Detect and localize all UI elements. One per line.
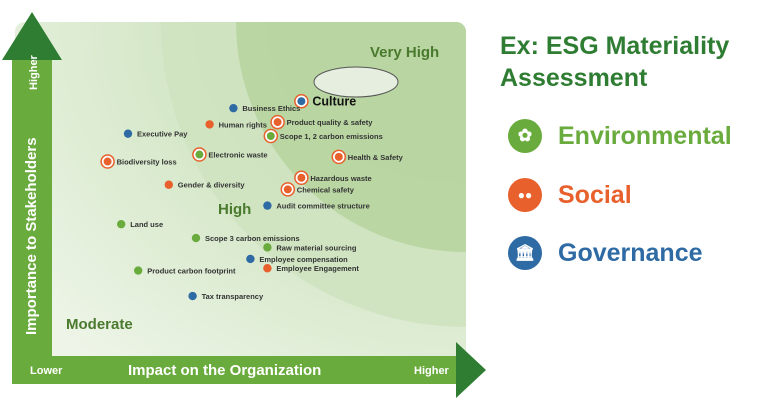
point-employee-compensation: Employee compensation <box>246 254 348 264</box>
point-chemical-safety: Chemical safety <box>280 182 355 197</box>
point-product-quality-safety: Product quality & safety <box>270 114 374 130</box>
point-label: Land use <box>130 220 163 229</box>
x-axis-low-label: Lower <box>30 365 63 377</box>
legend-label-social: Social <box>558 180 632 209</box>
point-label: Business Ethics <box>242 104 300 113</box>
point-marker <box>134 266 143 275</box>
point-biodiversity-loss: Biodiversity loss <box>100 154 177 169</box>
point-label: Employee compensation <box>259 255 348 264</box>
point-marker <box>123 129 133 138</box>
point-marker <box>164 180 173 189</box>
plot-panel <box>15 22 466 384</box>
point-label: Scope 3 carbon emissions <box>205 234 300 243</box>
y-axis-high-label: Higher <box>28 54 40 90</box>
legend-item-environmental: ✿ Environmental <box>508 116 732 156</box>
leaf-icon: ✿ <box>508 119 542 153</box>
x-axis-label: Impact on the Organization <box>128 362 321 379</box>
point-marker <box>263 201 272 210</box>
zone-label-very-high: Very High <box>370 44 439 61</box>
point-land-use: Land use <box>117 219 163 229</box>
point-marker <box>297 173 306 182</box>
very-high-zone <box>236 22 466 252</box>
point-hazardous-waste: Hazardous waste <box>294 170 372 186</box>
point-label: Tax transparency <box>202 292 264 301</box>
x-axis-arrow <box>456 342 486 398</box>
point-marker <box>263 264 272 273</box>
x-axis-high-label: Higher <box>414 365 450 377</box>
point-marker <box>273 118 282 127</box>
point-label: Chemical safety <box>297 185 355 194</box>
legend-label-environmental: Environmental <box>558 121 732 150</box>
point-label: Health & Safety <box>348 153 404 162</box>
point-label: Biodiversity loss <box>117 158 177 167</box>
point-label: Product quality & safety <box>287 118 374 127</box>
point-marker <box>283 185 292 194</box>
point-label: Human rights <box>219 120 267 129</box>
legend-title: Ex: ESG Materiality Assessment <box>500 30 729 94</box>
point-marker <box>229 103 238 113</box>
point-electronic-waste: Electronic waste <box>192 147 268 162</box>
point-marker <box>266 132 275 140</box>
point-label: Executive Pay <box>137 130 188 139</box>
point-product-carbon-footprint: Product carbon footprint <box>134 266 236 276</box>
point-gender-diversity: Gender & diversity <box>164 180 246 190</box>
point-marker <box>195 150 204 159</box>
legend-title-line-2: Assessment <box>500 64 648 92</box>
point-label: Raw material sourcing <box>276 243 356 252</box>
point-marker <box>246 254 255 264</box>
point-tax-transparency: Tax transparency <box>188 291 264 301</box>
zone-label-high: High <box>218 201 251 218</box>
point-scope-1-2-carbon-emissions: Scope 1, 2 carbon emissions <box>263 128 383 144</box>
point-label: Scope 1, 2 carbon emissions <box>280 132 383 141</box>
point-employee-engagement: Employee Engagement <box>263 264 359 273</box>
point-label: Employee Engagement <box>276 264 359 273</box>
point-raw-material-sourcing: Raw material sourcing <box>263 243 357 252</box>
legend-item-governance: 🏛 Governance <box>508 233 703 273</box>
point-label: Electronic waste <box>208 151 267 160</box>
point-culture: Culture <box>294 93 356 109</box>
zone-label-moderate: Moderate <box>66 316 133 333</box>
point-marker <box>334 152 343 161</box>
point-label: Hazardous waste <box>310 174 371 183</box>
point-label: Audit committee structure <box>276 202 369 211</box>
legend-item-social: ●● Social <box>508 175 632 215</box>
point-health-safety: Health & Safety <box>331 149 404 165</box>
point-audit-committee-structure: Audit committee structure <box>263 201 370 211</box>
point-marker <box>103 157 112 166</box>
point-human-rights: Human rights <box>205 120 267 129</box>
point-marker <box>188 291 197 301</box>
point-label: Culture <box>312 95 356 109</box>
x-axis: Impact on the Organization Lower Higher <box>12 342 486 398</box>
point-marker <box>297 97 306 106</box>
culture-highlight <box>313 66 399 98</box>
point-marker <box>117 219 126 229</box>
government-building-icon: 🏛 <box>508 236 542 270</box>
point-scope-3-carbon-emissions: Scope 3 carbon emissions <box>191 233 300 243</box>
point-marker <box>191 233 201 243</box>
point-marker <box>263 243 272 252</box>
point-business-ethics: Business Ethics <box>229 103 300 113</box>
point-label: Gender & diversity <box>178 181 246 190</box>
people-icon: ●● <box>508 178 542 212</box>
point-marker <box>205 120 214 129</box>
legend-label-governance: Governance <box>558 238 703 267</box>
legend-title-line-1: Ex: ESG Materiality <box>500 32 730 60</box>
point-label: Product carbon footprint <box>147 267 236 276</box>
y-axis: Importance to Stakeholders Higher <box>2 12 62 362</box>
point-executive-pay: Executive Pay <box>123 129 188 139</box>
y-axis-arrow <box>2 12 62 60</box>
y-axis-label: Importance to Stakeholders <box>23 137 40 335</box>
